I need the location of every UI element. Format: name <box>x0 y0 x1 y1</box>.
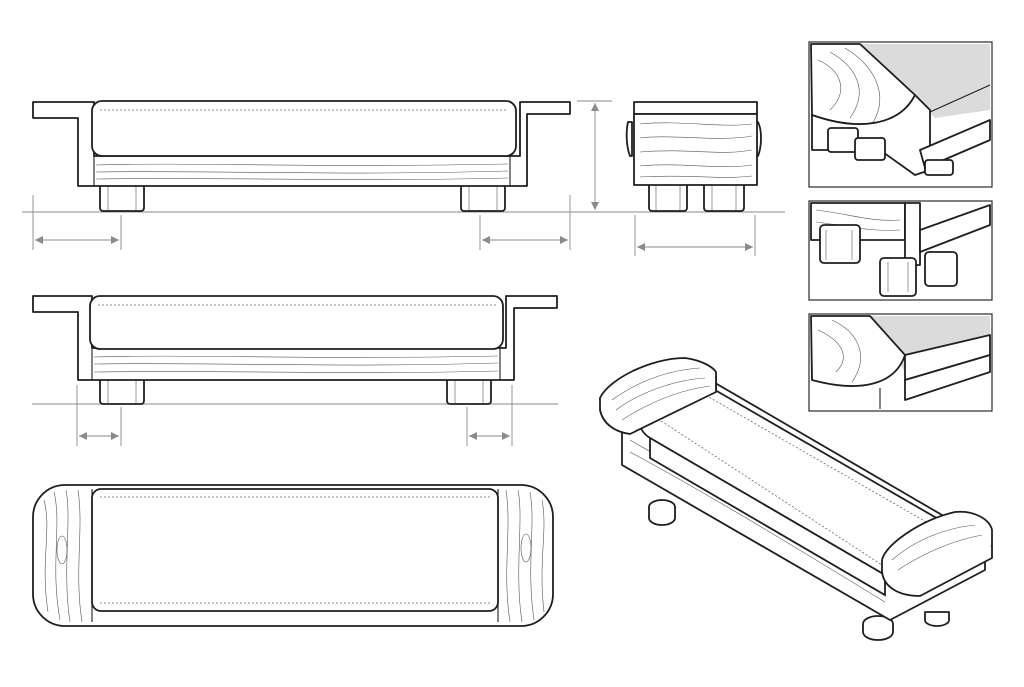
isometric <box>599 357 993 641</box>
detail-3 <box>808 313 993 412</box>
front-elevation-alt <box>32 295 558 446</box>
detail-1 <box>808 41 993 188</box>
top-plan <box>32 484 554 627</box>
detail-2 <box>808 200 993 301</box>
side-elevation <box>625 101 762 256</box>
front-elevation <box>22 100 785 250</box>
